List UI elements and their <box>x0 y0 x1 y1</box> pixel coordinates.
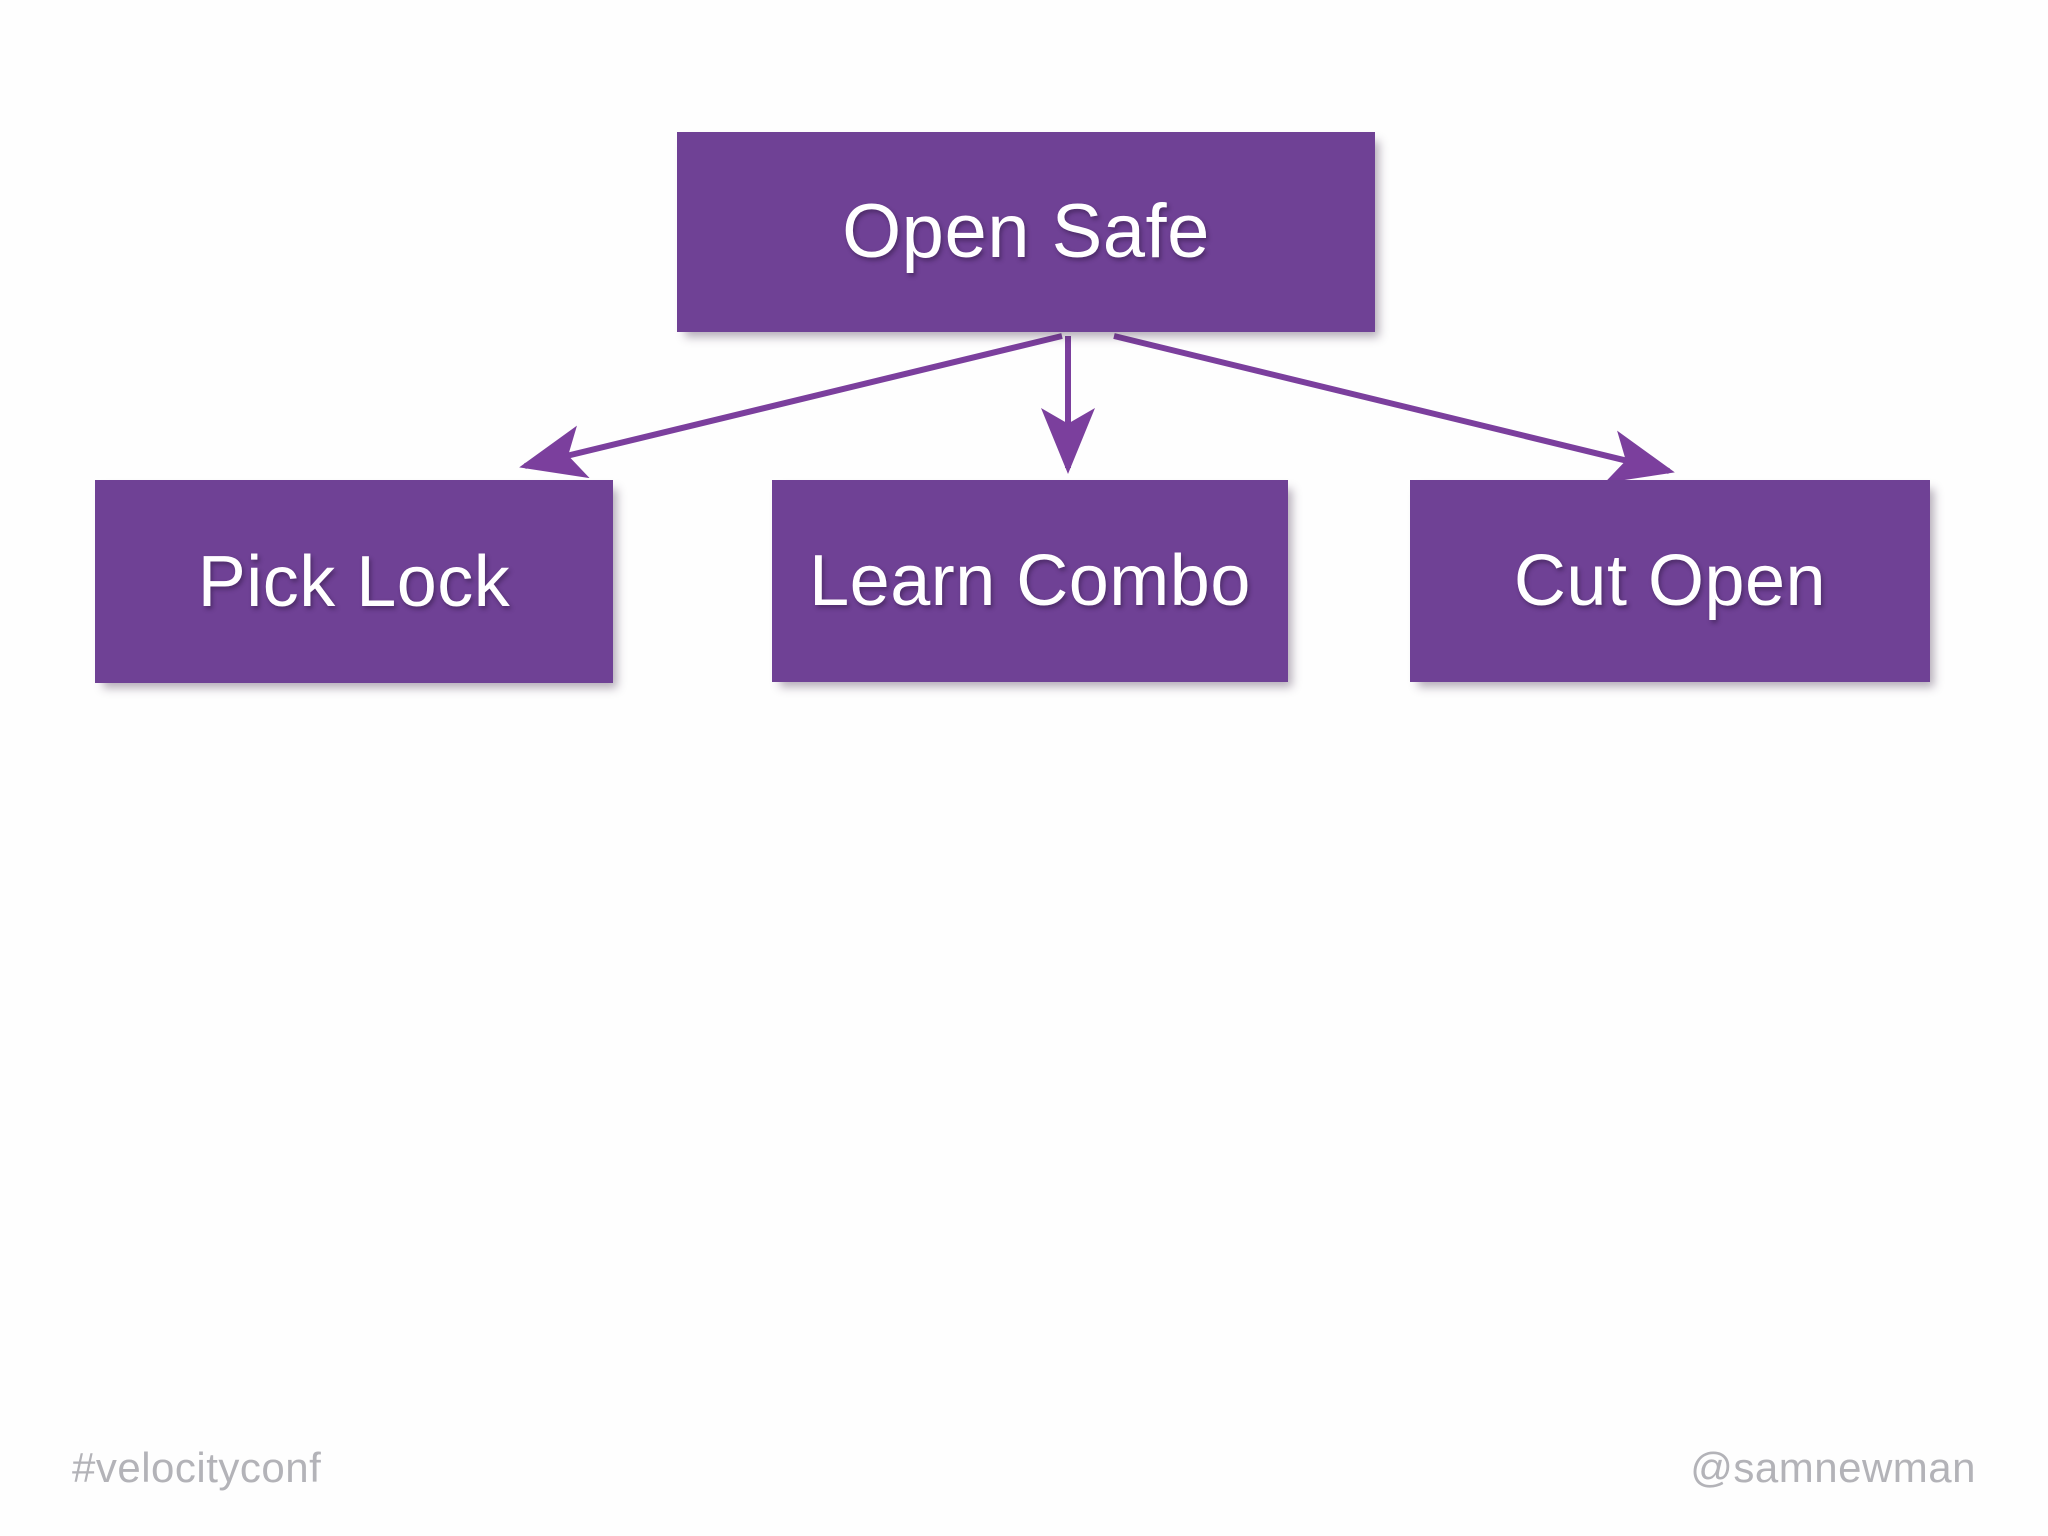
node-learn-combo[interactable]: Learn Combo <box>772 480 1288 682</box>
footer-hashtag: #velocityconf <box>72 1444 322 1491</box>
node-cut-open[interactable]: Cut Open <box>1410 480 1930 682</box>
node-cut-open-label: Cut Open <box>1513 541 1827 621</box>
edge-open-safe-to-cut-open <box>1113 333 1675 484</box>
node-open-safe[interactable]: Open Safe <box>677 132 1375 332</box>
node-learn-combo-label: Learn Combo <box>809 541 1251 621</box>
node-pick-lock-label: Pick Lock <box>197 541 511 622</box>
edge-open-safe-to-pick-lock <box>519 333 1063 479</box>
node-open-safe-label: Open Safe <box>842 189 1210 274</box>
footer-handle: @samnewman <box>1690 1444 1976 1491</box>
node-pick-lock[interactable]: Pick Lock <box>95 480 613 683</box>
